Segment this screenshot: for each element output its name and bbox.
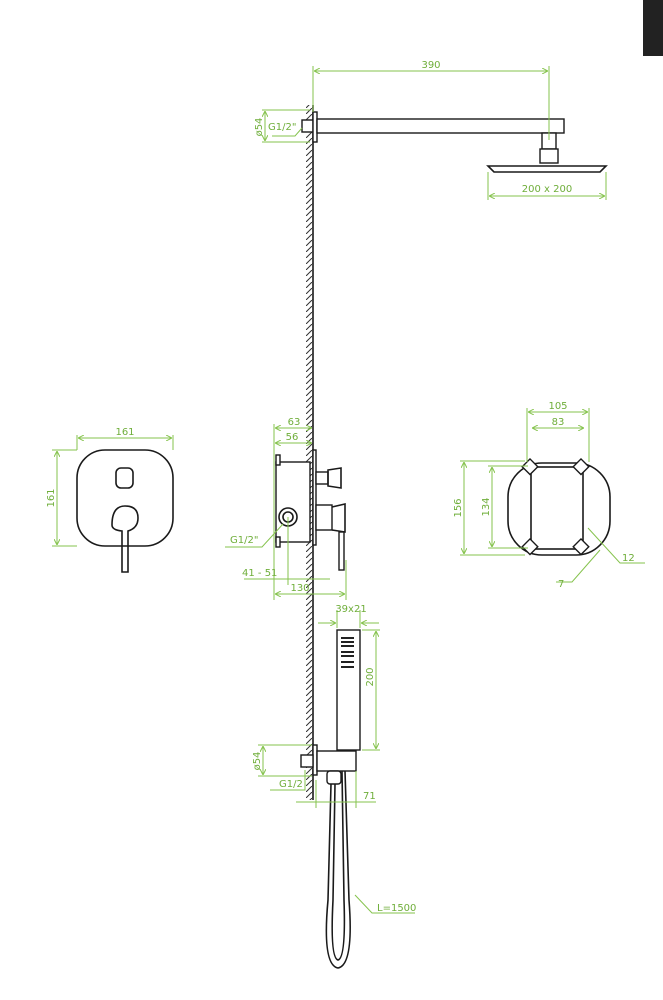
box-height-outer: 156	[453, 498, 464, 517]
shower-arm	[301, 111, 608, 173]
shower-arm-dimensions: 390 ø54 G1/2" 200 x 200	[254, 60, 607, 200]
valve-side-view	[275, 449, 346, 571]
box-dimensions: 105 83 156 134 12 7	[453, 401, 645, 590]
faceplate-width-label: 161	[115, 427, 134, 438]
arm-length-label: 390	[421, 60, 440, 71]
valve-dim-56: 56	[286, 432, 299, 443]
hand-shower-dimensions: 39x21 200 ø54 G1/2 71 L=1500	[252, 604, 416, 914]
box-width-outer: 105	[548, 401, 567, 412]
box-dim-12: 12	[622, 553, 635, 564]
mounting-box-view	[507, 457, 611, 556]
hose-length: L=1500	[377, 903, 416, 914]
arm-flange-dia-label: ø54	[254, 118, 265, 137]
head-size-label: 200 x 200	[522, 184, 572, 195]
box-width-inner: 83	[552, 417, 565, 428]
arm-thread-label: G1/2"	[268, 122, 296, 133]
hand-shower	[300, 629, 361, 969]
wall	[306, 105, 314, 800]
valve-thread-label: G1/2"	[230, 535, 258, 546]
corner-tab	[643, 0, 663, 56]
valve-dim-63: 63	[288, 417, 301, 428]
faceplate-front-view: 161 161	[46, 427, 174, 573]
valve-dim-130: 130	[290, 583, 309, 594]
valve-depth-range: 41 - 51	[242, 568, 277, 579]
box-height-inner: 134	[481, 497, 492, 516]
box-dim-7: 7	[558, 579, 564, 590]
elbow-flange-dia: ø54	[252, 752, 263, 771]
elbow-outlet-dim: 71	[363, 791, 376, 802]
hand-shower-length: 200	[365, 667, 376, 686]
faceplate-height-label: 161	[46, 488, 57, 507]
elbow-thread: G1/2	[279, 779, 303, 790]
valve-dimensions: 63 56 G1/2" 41 - 51 130	[225, 417, 347, 600]
hand-shower-section: 39x21	[335, 604, 366, 615]
